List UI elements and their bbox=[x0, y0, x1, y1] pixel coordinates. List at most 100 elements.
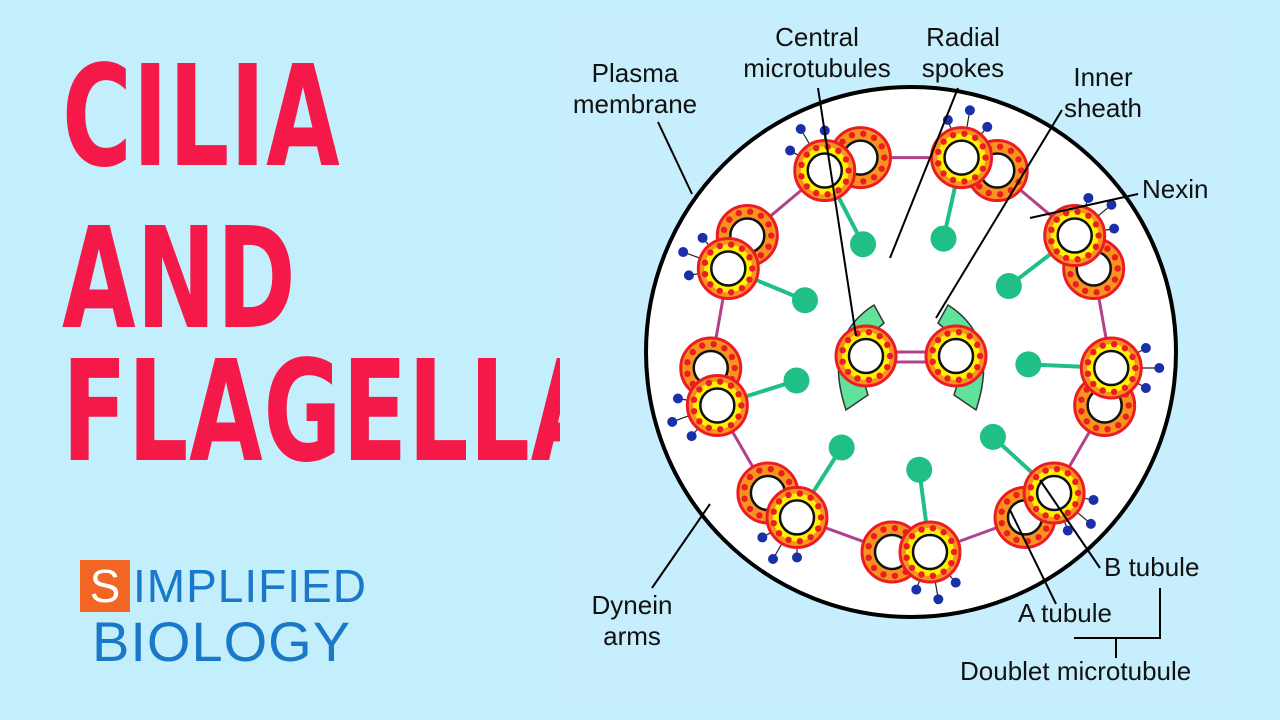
tubule-subunit bbox=[716, 287, 723, 295]
tubule-subunit bbox=[1072, 478, 1079, 486]
tubule-subunit bbox=[775, 530, 783, 537]
tubule-subunit bbox=[844, 336, 852, 344]
radial-spoke-head bbox=[791, 287, 818, 314]
leader-plasma-membrane bbox=[657, 121, 693, 195]
tubule-subunit bbox=[870, 134, 878, 142]
tubule-subunit bbox=[746, 254, 753, 261]
tubule-subunit bbox=[974, 363, 981, 371]
tubule-subunit bbox=[735, 209, 742, 217]
tubule-subunit bbox=[966, 372, 973, 379]
doublet-microtubule bbox=[679, 336, 749, 437]
dynein-arm-head bbox=[791, 552, 802, 563]
tubule-subunit bbox=[935, 148, 942, 156]
tubule-subunit bbox=[886, 352, 894, 360]
tubule-subunit bbox=[1042, 467, 1049, 474]
tubule-subunit bbox=[1111, 276, 1119, 283]
leader-dynein-arms bbox=[651, 503, 711, 589]
doublet-microtubule bbox=[993, 461, 1086, 549]
tubule-subunit bbox=[815, 525, 822, 532]
tubule-subunit bbox=[716, 242, 723, 250]
tubule-subunit bbox=[944, 375, 951, 382]
dynein-arm-head bbox=[964, 105, 975, 116]
tubule-subunit bbox=[1121, 384, 1129, 391]
tubule-subunit bbox=[746, 276, 753, 283]
tubule-subunit bbox=[756, 512, 763, 519]
tubule-subunit bbox=[1035, 533, 1042, 541]
tubule-subunit bbox=[721, 345, 728, 352]
tubule-lumen bbox=[699, 387, 736, 424]
a-tubule bbox=[685, 373, 749, 437]
dynein-arms bbox=[667, 105, 1165, 605]
dynein-arm-head bbox=[1140, 383, 1151, 394]
tubule-subunit bbox=[746, 473, 754, 481]
tubule-subunit bbox=[1074, 256, 1081, 263]
tubule-subunit bbox=[982, 154, 989, 161]
tubule-subunit bbox=[1003, 530, 1011, 537]
dynein-arm-head bbox=[667, 416, 678, 427]
dynein-arm-head bbox=[1106, 199, 1117, 210]
label-a-tubule: A tubule bbox=[1018, 598, 1112, 628]
tubule-subunit bbox=[985, 189, 992, 197]
tubule-subunit bbox=[738, 285, 746, 292]
tubule-subunit bbox=[971, 134, 979, 142]
tubule-subunit bbox=[1111, 254, 1119, 261]
tubule-subunit bbox=[940, 529, 947, 536]
tubule-subunit bbox=[684, 359, 691, 366]
tubule-subunit bbox=[1018, 167, 1025, 174]
tubule-subunit bbox=[768, 232, 775, 239]
tubule-subunit bbox=[726, 216, 733, 223]
tubule-subunit bbox=[1072, 281, 1079, 288]
tubule-subunit bbox=[756, 467, 763, 474]
tubule-subunit bbox=[1125, 402, 1132, 409]
tubule-subunit bbox=[835, 147, 842, 155]
tubule-subunit bbox=[1081, 287, 1089, 295]
tubule-subunit bbox=[738, 245, 746, 252]
tubule-subunit bbox=[842, 156, 850, 163]
tubule-subunit bbox=[884, 363, 891, 371]
label-radial-spokes: Radial spokes bbox=[921, 22, 1005, 83]
tubule-subunit bbox=[727, 421, 735, 429]
tubule-subunit bbox=[785, 478, 793, 486]
tubule-lumen bbox=[778, 499, 816, 536]
tubule-subunit bbox=[807, 533, 814, 541]
tubule-subunit bbox=[903, 543, 910, 550]
tubule-subunit bbox=[1074, 208, 1081, 215]
tubule-subunit bbox=[807, 494, 814, 501]
doublet-microtubule bbox=[736, 461, 829, 549]
tubule-subunit bbox=[1078, 407, 1085, 415]
tubule-subunit bbox=[689, 348, 696, 356]
tubule-subunit bbox=[949, 176, 957, 184]
tubule-subunit bbox=[881, 154, 888, 161]
tubule-subunit bbox=[727, 241, 735, 248]
dynein-arm-head bbox=[1154, 363, 1165, 374]
tubule-subunit bbox=[705, 424, 713, 432]
tubule-subunit bbox=[1129, 353, 1136, 361]
dynein-arm-head bbox=[683, 270, 694, 281]
tubule-subunit bbox=[1114, 265, 1121, 272]
tubule-subunit bbox=[870, 564, 878, 572]
tubule-subunit bbox=[998, 519, 1005, 527]
dynein-arm-head bbox=[785, 145, 796, 156]
tubule-subunit bbox=[979, 165, 987, 172]
dynein-arm-head bbox=[697, 232, 708, 243]
radial-spoke-head bbox=[906, 456, 933, 483]
tubule-subunit bbox=[918, 571, 925, 578]
tubule-subunit bbox=[944, 330, 951, 337]
tubule-lumen bbox=[847, 337, 885, 375]
tubule-subunit bbox=[934, 368, 942, 376]
tubule-subunit bbox=[976, 352, 984, 360]
dynein-arm-head bbox=[767, 553, 778, 564]
tubule-subunit bbox=[880, 571, 887, 578]
axoneme-cross-section-diagram bbox=[644, 85, 1178, 658]
tubule-subunit bbox=[1115, 421, 1122, 429]
tubule-subunit bbox=[948, 559, 955, 567]
tubule-subunit bbox=[929, 572, 937, 580]
tubule-subunit bbox=[835, 187, 842, 194]
tubule-subunit bbox=[1048, 226, 1055, 234]
peripheral-doublets bbox=[679, 126, 1143, 584]
tubule-subunit bbox=[1015, 156, 1022, 163]
tubule-subunit bbox=[1072, 500, 1079, 508]
radial-spokes bbox=[716, 157, 1112, 553]
tubule-subunit bbox=[815, 503, 822, 510]
title-line-flagella: FLAGELLA bbox=[62, 331, 605, 494]
